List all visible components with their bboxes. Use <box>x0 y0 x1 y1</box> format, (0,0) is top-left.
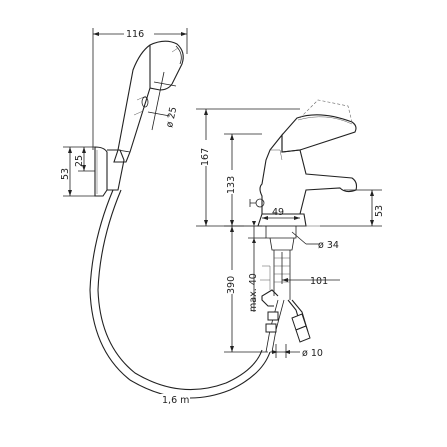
dim-dia10: ø 10 <box>270 344 323 359</box>
dim-116: 116 <box>92 27 188 150</box>
dim-handshower-width: 116 <box>126 29 144 40</box>
dim-max-deck: max. 40 <box>248 273 259 312</box>
dim-dia34: ø 34 <box>291 231 339 251</box>
dim-spout-height: 167 <box>200 148 211 166</box>
handshower-icon <box>113 40 184 163</box>
dim-tail-length: 390 <box>226 276 237 294</box>
dim-hose-diameter: ø 10 <box>302 348 323 359</box>
dim-hose-length: 1,6 m <box>160 394 190 406</box>
dim-holder-offset: 25 <box>74 155 85 167</box>
dim-handshower-diameter: ø 25 <box>164 106 179 129</box>
hose <box>89 189 271 399</box>
dim-133: 133 <box>224 133 262 226</box>
dim-deck-height-right: 53 <box>374 205 385 217</box>
dim-base-diameter: ø 34 <box>318 240 339 251</box>
dim-390: 390 max. 40 <box>224 221 268 353</box>
wall-holder-icon <box>94 146 125 197</box>
dim-outlet-height: 133 <box>226 176 237 194</box>
dim-167: 167 <box>196 108 300 227</box>
dim-hose-length-label: 1,6 m <box>162 395 189 406</box>
dim-101: 101 <box>281 252 340 287</box>
dim-dia25: ø 25 <box>147 71 179 131</box>
dim-holder-height: 53 <box>60 168 71 180</box>
dim-reach: 101 <box>310 276 328 287</box>
dim-53-right: 53 <box>320 189 385 227</box>
dim-49: 49 <box>262 207 300 220</box>
dim-outlet-projection: 49 <box>272 207 284 218</box>
dim-holder: 53 25 <box>60 146 95 197</box>
